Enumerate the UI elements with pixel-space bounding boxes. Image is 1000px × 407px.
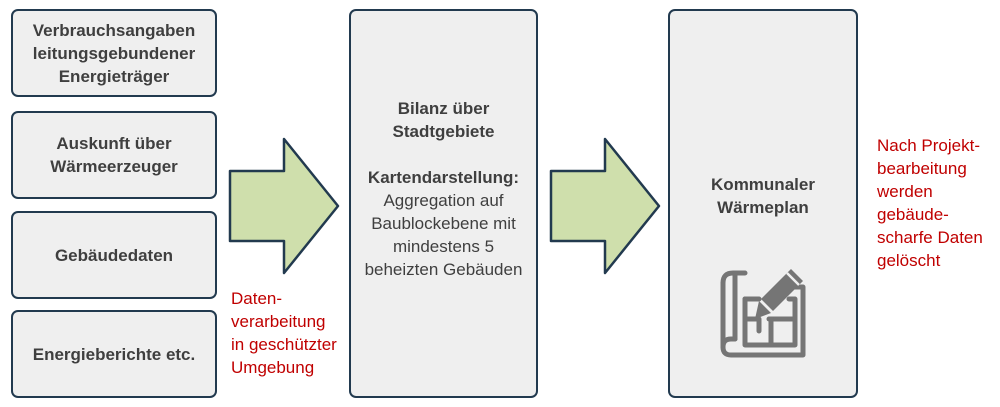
deletion-note: Nach Projekt- bearbeitung werden gebäude… — [877, 134, 983, 272]
flow-arrow-1 — [228, 137, 340, 275]
source-line: Energieträger — [58, 66, 170, 86]
source-box-building-data: Gebäudedaten — [11, 211, 217, 299]
source-line: Verbrauchsangaben — [32, 20, 196, 40]
note-line: Umgebung — [231, 358, 315, 377]
note-line: gelöscht — [877, 251, 941, 270]
note-line: Nach Projekt- — [877, 136, 980, 155]
map-line: Baublockebene mit — [371, 213, 516, 233]
map-line: Aggregation auf — [383, 190, 504, 210]
source-box-consumption: Verbrauchsangaben leitungsgebundener Ene… — [11, 9, 217, 97]
source-line: leitungsgebundener — [32, 43, 196, 63]
note-line: in geschützter — [231, 335, 337, 354]
source-box-energy-reports: Energieberichte etc. — [11, 310, 217, 398]
flow-arrow-2 — [549, 137, 661, 275]
balance-box: Bilanz über Stadtgebiete Kartendarstellu… — [349, 9, 538, 398]
note-line: verarbeitung — [231, 312, 326, 331]
balance-title-line: Stadtgebiete — [392, 121, 495, 141]
map-heading: Kartendarstellung: — [367, 167, 520, 187]
map-line: mindestens 5 — [392, 236, 495, 256]
processing-note: Daten- verarbeitung in geschützter Umgeb… — [231, 287, 337, 379]
source-line: Energieberichte etc. — [32, 344, 196, 364]
note-line: gebäude- — [877, 205, 949, 224]
source-line: Gebäudedaten — [54, 245, 174, 265]
blueprint-pencil-icon — [720, 269, 806, 358]
note-line: bearbeitung — [877, 159, 967, 178]
plan-title-line: Wärmeplan — [717, 198, 809, 217]
map-line: beheizten Gebäuden — [364, 259, 523, 279]
plan-box: Kommunaler Wärmeplan — [668, 9, 858, 398]
plan-title-line: Kommunaler — [711, 175, 815, 194]
source-line: Wärmeerzeuger — [50, 157, 178, 176]
note-line: scharfe Daten — [877, 228, 983, 247]
source-line: Auskunft über — [56, 134, 172, 153]
balance-title-line: Bilanz über — [397, 98, 490, 118]
note-line: werden — [877, 182, 933, 201]
source-box-heat-generators: Auskunft über Wärmeerzeuger — [11, 111, 217, 199]
note-line: Daten- — [231, 289, 283, 308]
